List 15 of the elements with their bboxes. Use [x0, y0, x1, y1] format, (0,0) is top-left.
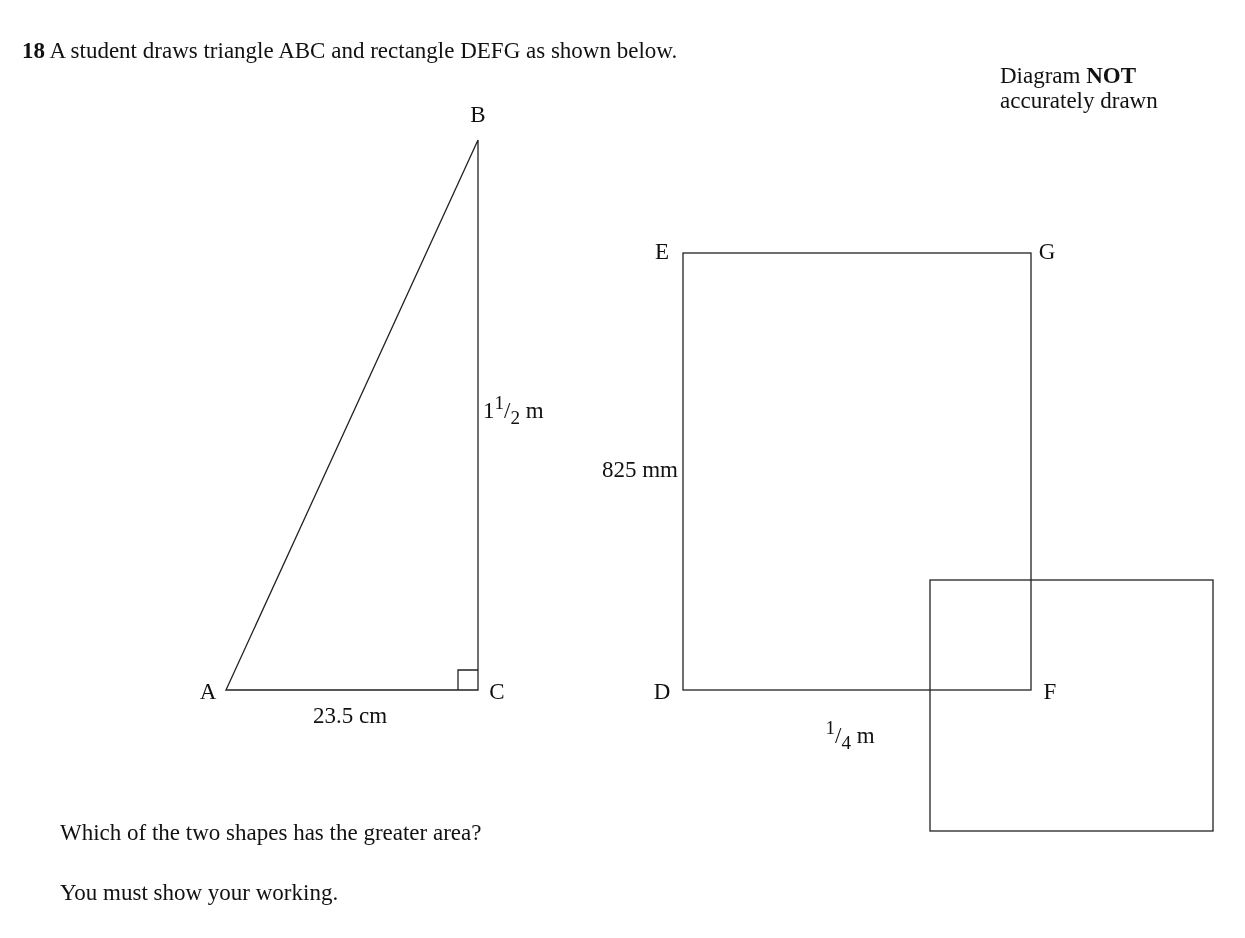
dimension-label: 23.5 cm [312, 703, 388, 729]
vertex-label: B [470, 102, 486, 128]
vertex-label: D [653, 679, 671, 705]
vertex-label: F [1043, 679, 1057, 705]
question-text: 18 A student draws triangle ABC and rectangle DEFG as shown below. [22, 38, 678, 64]
vertex-label: E [654, 239, 670, 265]
question-text: Which of the two shapes has the greater area? [60, 820, 482, 846]
dimension-label: 1$^{1}$/$_{2}$ m [483, 392, 544, 428]
dimension-label: $^{1}$/$_{4}$ m [825, 717, 875, 753]
vertex-label: G [1038, 239, 1056, 265]
vertex-label: A [199, 679, 217, 705]
question-text: You must show your working. [60, 880, 339, 906]
note-text: Diagram NOT accurately drawn [1000, 62, 1159, 114]
vertex-label: C [489, 679, 505, 705]
dimension-label: 825 mm [601, 457, 678, 483]
